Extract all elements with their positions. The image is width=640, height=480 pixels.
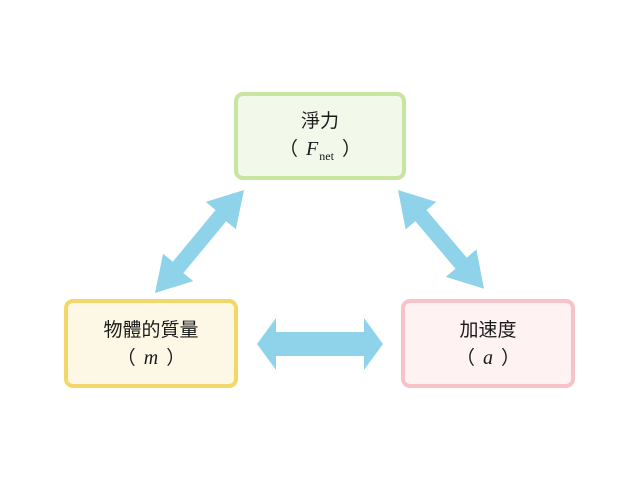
node-net-force-symbol: （ Fnet ） [279, 135, 361, 165]
acceleration-variable: a [483, 346, 493, 369]
arrow-force-acceleration [398, 190, 484, 289]
open-paren: （ [116, 346, 136, 369]
close-paren: ） [166, 346, 186, 369]
node-acceleration: 加速度 （ a ） [401, 299, 575, 388]
arrow-mass-acceleration [257, 318, 383, 370]
close-paren: ） [341, 138, 361, 160]
node-net-force-label: 淨力 [300, 110, 339, 132]
node-mass-label: 物體的質量 [103, 318, 199, 341]
node-acceleration-symbol: （ a ） [456, 344, 520, 372]
arrow-force-mass [155, 190, 244, 293]
node-acceleration-label: 加速度 [459, 318, 517, 341]
force-subscript: net [319, 149, 334, 163]
node-mass: 物體的質量 （ m ） [64, 299, 238, 388]
force-symbol: F [306, 138, 319, 160]
open-paren: （ [279, 138, 299, 160]
mass-variable: m [143, 346, 159, 369]
node-net-force: 淨力 （ Fnet ） [234, 92, 406, 180]
node-mass-symbol: （ m ） [117, 344, 185, 372]
close-paren: ） [501, 346, 521, 369]
open-paren: （ [455, 346, 475, 369]
net-force-variable: Fnet [306, 135, 334, 165]
